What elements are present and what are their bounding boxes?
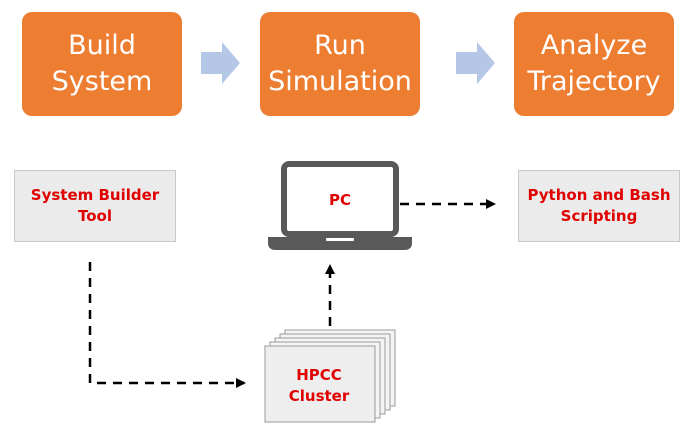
connector-builder-to-cluster: [88, 262, 246, 388]
hpcc-cluster-line1: HPCC: [296, 366, 342, 384]
python-bash-scripting-line1: Python and Bash: [527, 186, 671, 204]
python-bash-scripting-line2: Scripting: [560, 207, 638, 225]
pc-label: PC: [328, 191, 351, 209]
stage-analyze-trajectory-line1: Analyze: [540, 30, 648, 61]
hpcc-cluster-label: HPCC Cluster: [265, 350, 373, 422]
stage-run-simulation-line2: Simulation: [268, 66, 412, 97]
stage-build-system-line1: Build: [68, 30, 136, 61]
system-builder-tool-box: System Builder Tool: [14, 170, 176, 242]
stage-run-simulation: Run Simulation: [260, 12, 420, 116]
laptop-icon: [268, 161, 412, 250]
cluster-stack-icon: [264, 329, 396, 423]
stage-arrow-1-icon: [201, 42, 240, 84]
stage-analyze-trajectory-line2: Trajectory: [527, 66, 661, 97]
stage-build-system-line2: System: [51, 66, 153, 97]
hpcc-cluster-line2: Cluster: [288, 387, 350, 405]
stage-arrow-2-icon: [456, 42, 495, 84]
system-builder-tool-line1: System Builder: [30, 186, 160, 204]
python-bash-scripting-box: Python and Bash Scripting: [518, 170, 680, 242]
stage-build-system: Build System: [22, 12, 182, 116]
stage-analyze-trajectory: Analyze Trajectory: [514, 12, 674, 116]
stage-run-simulation-line1: Run: [314, 30, 366, 61]
system-builder-tool-line2: Tool: [78, 207, 112, 225]
